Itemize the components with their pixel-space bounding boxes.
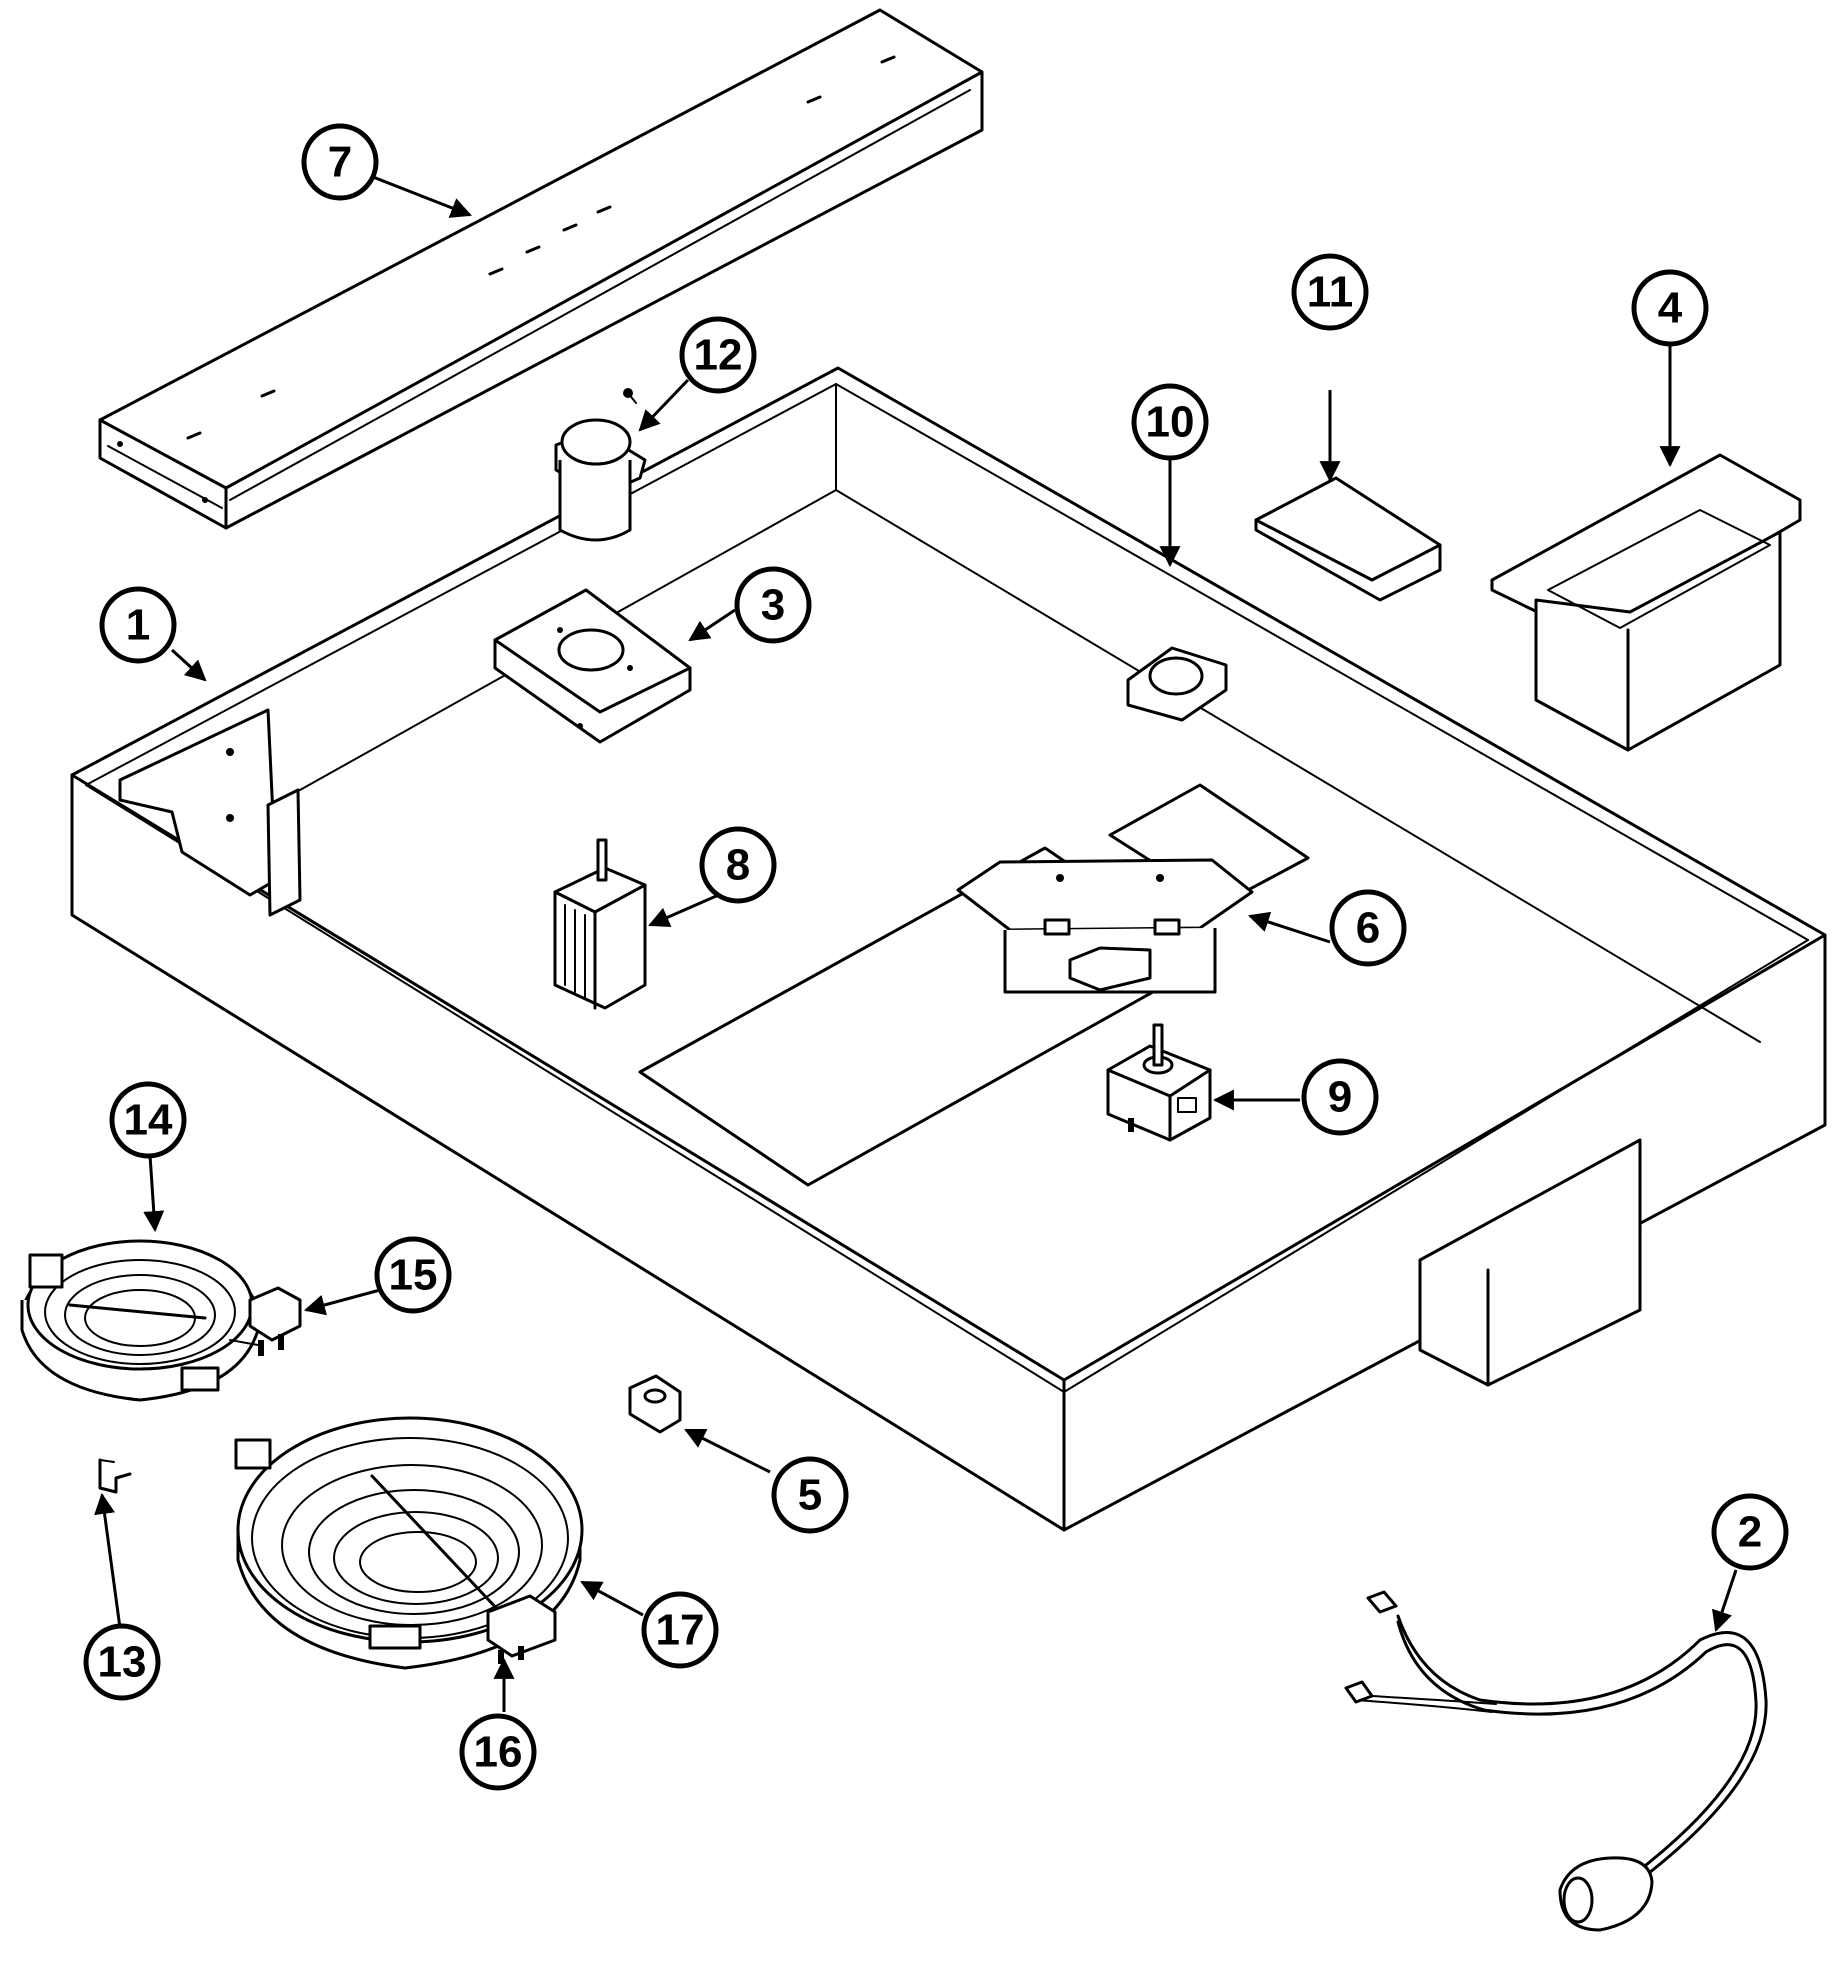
svg-text:8: 8 xyxy=(726,841,750,890)
callout-2: 2 xyxy=(1711,1493,1789,1571)
svg-text:16: 16 xyxy=(474,1728,523,1777)
callout-15: 15 xyxy=(374,1236,452,1314)
part-12-component xyxy=(554,388,647,542)
callout-4: 4 xyxy=(1631,269,1709,347)
svg-text:4: 4 xyxy=(1658,284,1683,333)
callout-5: 5 xyxy=(771,1456,849,1534)
svg-text:12: 12 xyxy=(694,331,743,380)
callout-10: 10 xyxy=(1131,383,1209,461)
svg-text:13: 13 xyxy=(98,1638,147,1687)
svg-text:17: 17 xyxy=(656,1606,705,1655)
part-9-switch xyxy=(1106,1023,1212,1142)
callout-7: 7 xyxy=(301,123,379,201)
svg-text:5: 5 xyxy=(798,1471,822,1520)
callout-6: 6 xyxy=(1329,889,1407,967)
callout-12: 12 xyxy=(679,316,757,394)
svg-text:3: 3 xyxy=(761,581,785,630)
svg-text:7: 7 xyxy=(328,138,352,187)
callout-16: 16 xyxy=(459,1713,537,1791)
part-16-terminal xyxy=(486,1594,557,1664)
callout-1: 1 xyxy=(99,586,177,664)
svg-text:14: 14 xyxy=(124,1096,173,1145)
callout-8: 8 xyxy=(699,826,777,904)
part-15-terminal xyxy=(229,1286,302,1356)
callout-9: 9 xyxy=(1301,1058,1379,1136)
part-3-bracket xyxy=(493,588,692,744)
svg-text:10: 10 xyxy=(1146,398,1195,447)
part-5-clip xyxy=(628,1374,682,1434)
leader-lines xyxy=(94,173,1738,1712)
svg-text:6: 6 xyxy=(1356,904,1380,953)
svg-text:2: 2 xyxy=(1738,1508,1762,1557)
part-11-plate xyxy=(1254,476,1442,602)
part-6-bracket xyxy=(956,858,1254,994)
part-8-heatsink xyxy=(553,838,647,1010)
callout-13: 13 xyxy=(83,1623,161,1701)
panel-slots xyxy=(186,55,896,440)
part-2-power-cord xyxy=(1344,1590,1768,1932)
part-10-ring xyxy=(1126,646,1228,722)
svg-text:11: 11 xyxy=(1307,268,1354,317)
svg-text:15: 15 xyxy=(389,1251,438,1300)
control-panel-bar xyxy=(98,8,984,530)
svg-text:9: 9 xyxy=(1328,1073,1352,1122)
part-14-small-element xyxy=(20,1239,260,1402)
part-4-box xyxy=(1490,453,1802,752)
part-13-clip xyxy=(98,1458,132,1494)
callout-3: 3 xyxy=(734,566,812,644)
callout-17: 17 xyxy=(641,1591,719,1669)
callout-11: 11 xyxy=(1291,253,1369,331)
svg-text:1: 1 xyxy=(126,601,150,650)
callout-14: 14 xyxy=(109,1081,187,1159)
